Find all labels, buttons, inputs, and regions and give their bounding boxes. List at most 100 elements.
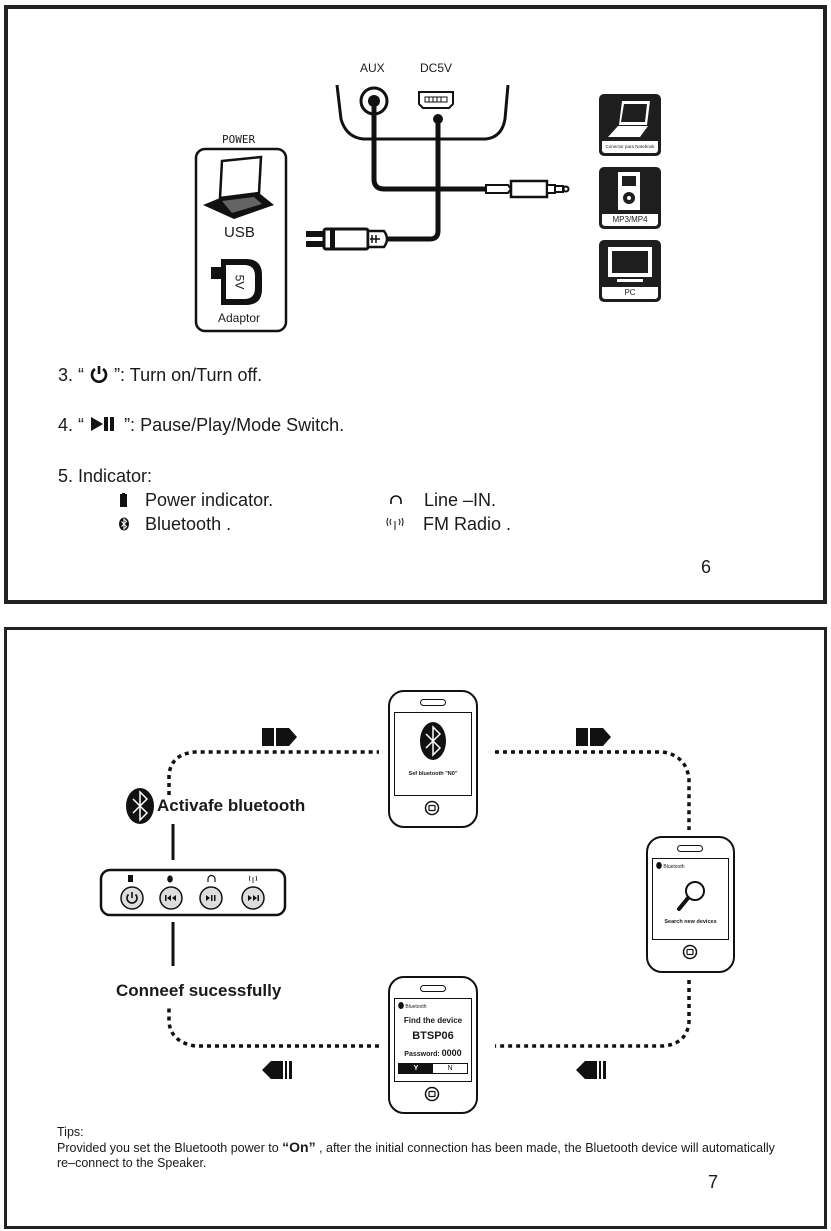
phone-screen: Sef bluetooth "N0": [394, 712, 472, 796]
control-panel: [99, 868, 287, 917]
flow-path-top-left: [167, 750, 379, 795]
connected-successfully-label: Conneef sucessfully: [116, 981, 282, 1000]
instruction-item-power: 3. “ ”: Turn on/Turn off.: [58, 365, 262, 386]
adaptor-voltage-label: 5V: [232, 274, 247, 290]
phone-header: Bluetooth: [398, 1002, 427, 1010]
item-number: 4.: [58, 415, 74, 435]
arrow-right-icon: [262, 728, 297, 746]
speaker-back-outline: [335, 84, 510, 141]
power-indicator-icon: [120, 493, 127, 507]
flow-path-bottom-left: [167, 1008, 379, 1048]
indicator-label: Line –IN.: [424, 490, 497, 510]
home-button: [424, 800, 440, 816]
item-text: Pause/Play/Mode Switch.: [140, 415, 345, 435]
dc5v-label: DC5V: [420, 61, 453, 75]
power-box-title: POWER: [222, 133, 256, 146]
manual-page-6: AUX DC5V POWER USB 5V Adaptor Conector p…: [4, 5, 827, 604]
audio-jack-icon: [485, 179, 570, 199]
laptop-icon: [203, 155, 274, 219]
play-pause-button[interactable]: [198, 885, 224, 911]
phone-find-device: Bluetooth Find the device BTSP06 Passwor…: [388, 976, 478, 1114]
previous-button[interactable]: [158, 885, 184, 911]
phone-header: Bluetooth: [656, 862, 685, 870]
bluetooth-icon: [119, 517, 129, 531]
phone-search-devices: Bluetooth Search new devices: [646, 836, 735, 973]
phone-speaker: [420, 699, 446, 706]
home-button: [682, 944, 698, 960]
indicator-fm-radio: FM Radio .: [386, 514, 511, 535]
quote: ”:: [124, 415, 136, 435]
phone-screen: Bluetooth Find the device BTSP06 Passwor…: [394, 998, 472, 1082]
arrow-right-icon: [576, 728, 611, 746]
yes-button[interactable]: Y: [399, 1064, 433, 1073]
tips-text: Provided you set the Bluetooth power to …: [57, 1140, 777, 1171]
password-row: Password: 0000: [395, 1048, 471, 1058]
confirm-row: Y N: [398, 1063, 468, 1074]
bluetooth-badge-icon: [126, 788, 154, 824]
bluetooth-icon: [398, 1002, 404, 1009]
notebook-device: Conector para Notebook: [599, 94, 661, 156]
pc-device: PC: [599, 240, 661, 302]
password-label: Password:: [404, 1051, 440, 1058]
aux-label: AUX: [360, 61, 385, 75]
play-pause-icon: [91, 417, 115, 431]
device-caption: MP3/MP4: [602, 214, 658, 226]
device-caption: PC: [602, 287, 658, 299]
arrow-left-icon: [576, 1061, 606, 1079]
indicator-label: Bluetooth .: [145, 514, 232, 534]
pairing-flow-diagram: [99, 728, 691, 1079]
flow-path-top-right: [495, 750, 691, 830]
device-caption: Conector para Notebook: [602, 141, 658, 153]
usb-cable: [388, 119, 441, 242]
usb-label: USB: [224, 224, 255, 241]
phone-set-bluetooth: Sef bluetooth "N0": [388, 690, 478, 828]
indicator-power: Power indicator.: [118, 490, 273, 511]
headphone-indicator-icon: [207, 874, 216, 882]
flow-path-bottom-right: [495, 980, 691, 1048]
indicator-label: FM Radio .: [423, 514, 512, 534]
home-button: [424, 1086, 440, 1102]
headphone-icon: [390, 495, 402, 504]
adaptor-icon: [211, 259, 262, 305]
mp3-device: MP3/MP4: [599, 167, 661, 229]
tips-on-value: “On”: [282, 1139, 316, 1155]
item-number: 3.: [58, 365, 74, 385]
device-name: BTSP06: [412, 1030, 454, 1042]
phone-screen: Bluetooth Search new devices: [652, 858, 729, 940]
quote: ”:: [114, 365, 126, 385]
item-text: Turn on/Turn off.: [129, 365, 263, 385]
antenna-icon: [386, 517, 404, 530]
indicator-heading: 5. Indicator:: [58, 466, 153, 486]
usb-port-icon: [418, 91, 454, 109]
manual-page-7: Activafe bluetooth Conneef sucessfully S…: [4, 627, 827, 1229]
quote: “: [78, 365, 85, 385]
instruction-item-play-pause: 4. “ ”: Pause/Play/Mode Switch.: [58, 415, 344, 436]
phone-caption: Search new devices: [664, 919, 717, 925]
header-text: Bluetooth: [663, 864, 685, 870]
power-box: [194, 147, 288, 333]
activate-bluetooth-label: Activafe bluetooth: [157, 796, 306, 815]
tips-heading: Tips:: [57, 1125, 84, 1139]
password-value: 0000: [441, 1048, 462, 1058]
aux-cable: [371, 101, 486, 192]
indicator-label: Power indicator.: [145, 490, 274, 510]
laptop-icon: [608, 101, 650, 137]
header-text: Bluetooth: [405, 1004, 427, 1010]
page-number: 7: [708, 1172, 719, 1192]
bluetooth-icon: [420, 722, 446, 760]
antenna-indicator-icon: [249, 875, 257, 883]
no-button[interactable]: N: [447, 1065, 453, 1072]
phone-speaker: [677, 845, 703, 852]
page-number: 6: [701, 557, 712, 577]
usb-plug-icon: [306, 227, 389, 251]
tips-text-part: Provided you set the Bluetooth power to: [57, 1141, 283, 1155]
indicator-bluetooth: Bluetooth .: [118, 514, 231, 535]
mp3-player-icon: [618, 172, 640, 210]
power-button[interactable]: [119, 885, 145, 911]
magnifier-icon: [677, 881, 705, 911]
next-button[interactable]: [240, 885, 266, 911]
find-device-text: Find the device: [403, 1016, 463, 1025]
indicator-line-in: Line –IN.: [389, 490, 496, 511]
phone-speaker: [420, 985, 446, 992]
power-icon: [90, 366, 108, 383]
